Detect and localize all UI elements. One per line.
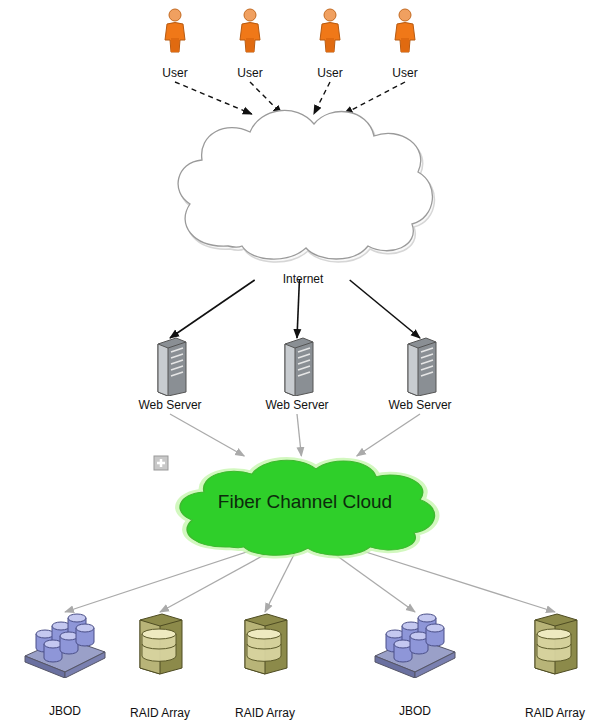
raid-node: RAID Array — [222, 608, 308, 720]
node-label: RAID Array — [130, 706, 190, 720]
user-icon — [145, 6, 205, 56]
fiber-cloud: Fiber Channel Cloud — [160, 446, 450, 561]
raid-icon — [222, 608, 308, 678]
node-label: User — [162, 66, 187, 80]
node-label: User — [237, 66, 262, 80]
raid-node: RAID Array — [512, 608, 598, 720]
user-node: User — [220, 6, 280, 80]
server-node: Web Server — [125, 336, 215, 412]
jbod-node: JBOD — [20, 608, 110, 718]
user-icon — [300, 6, 360, 56]
internet-cloud — [168, 96, 438, 264]
raid-node: RAID Array — [118, 608, 202, 720]
server-icon — [252, 336, 342, 396]
server-node: Web Server — [252, 336, 342, 412]
node-label: Web Server — [138, 398, 201, 412]
connector-arrow — [314, 82, 330, 114]
node-label: RAID Array — [235, 706, 295, 720]
connector-arrow — [170, 280, 255, 338]
server-node: Web Server — [375, 336, 465, 412]
user-node: User — [300, 6, 360, 80]
connector-arrow — [65, 547, 262, 612]
node-label: JBOD — [399, 704, 431, 718]
raid-icon — [512, 608, 598, 678]
jbod-icon — [370, 608, 460, 678]
node-label: RAID Array — [525, 706, 585, 720]
node-label: User — [317, 66, 342, 80]
node-label: User — [392, 66, 417, 80]
network-cloud: Internet — [168, 96, 438, 286]
connector-arrow — [170, 414, 244, 456]
node-label: JBOD — [49, 704, 81, 718]
server-icon — [125, 336, 215, 396]
node-label: Web Server — [388, 398, 451, 412]
node-label: Internet — [283, 272, 324, 286]
node-label: Web Server — [265, 398, 328, 412]
user-icon — [375, 6, 435, 56]
raid-icon — [118, 608, 202, 678]
connector-arrow — [297, 414, 301, 456]
connector-arrow — [357, 414, 420, 456]
cloud-title: Fiber Channel Cloud — [218, 495, 392, 509]
connector-arrow — [350, 547, 555, 612]
connector-arrow — [297, 280, 299, 338]
connector-arrow — [250, 82, 282, 114]
connector-arrow — [350, 280, 420, 338]
connector-arrow — [175, 82, 252, 114]
user-node: User — [375, 6, 435, 80]
jbod-node: JBOD — [370, 608, 460, 718]
server-icon — [375, 336, 465, 396]
user-node: User — [145, 6, 205, 80]
jbod-icon — [20, 608, 110, 678]
expand-icon — [154, 456, 168, 470]
user-icon — [220, 6, 280, 56]
connector-arrow — [344, 82, 405, 114]
